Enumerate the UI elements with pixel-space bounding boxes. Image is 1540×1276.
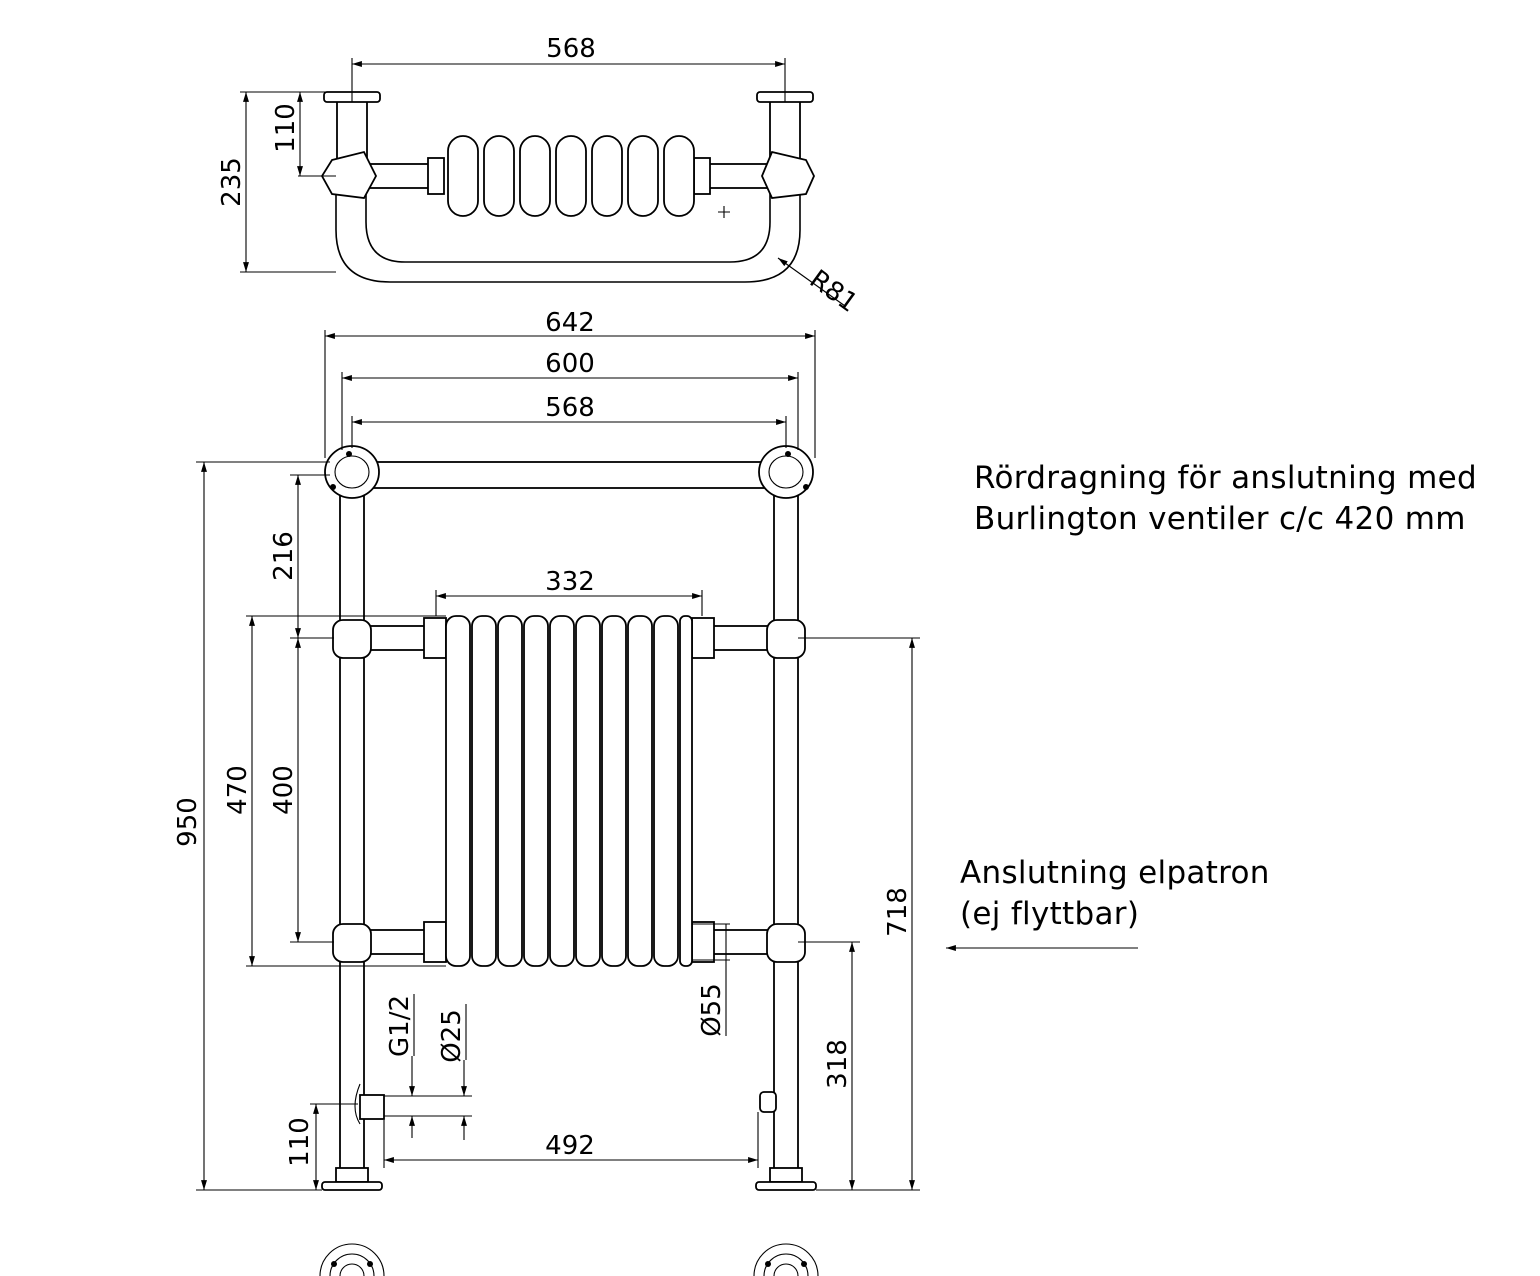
front-dim-400: 400 <box>269 765 299 815</box>
front-dim-568: 568 <box>545 393 595 423</box>
front-upper-right-valve <box>691 617 715 659</box>
front-lower-right-joint <box>766 923 806 963</box>
front-left-upright <box>339 469 365 1181</box>
front-dim-600: 600 <box>545 349 595 379</box>
top-radiator-columns <box>447 135 695 217</box>
front-top-rail <box>341 461 798 489</box>
front-dim-d25: Ø25 <box>437 1009 467 1063</box>
element-note-line2: (ej flyttbar) <box>960 896 1140 932</box>
front-dim-216: 216 <box>269 531 299 581</box>
front-upper-right-pipe <box>703 625 775 651</box>
front-dim-470: 470 <box>223 765 253 815</box>
front-lower-right-valve <box>691 921 715 963</box>
front-right-upright <box>773 469 799 1181</box>
front-dim-718: 718 <box>883 887 913 937</box>
piping-note-line2: Burlington ventiler c/c 420 mm <box>974 501 1466 537</box>
front-left-foot <box>321 1181 383 1191</box>
floor-flange-left <box>319 1243 385 1276</box>
top-dim-r81: R81 <box>804 264 863 318</box>
top-left-connector <box>369 163 436 189</box>
front-left-valve-tail <box>359 1094 385 1120</box>
front-lower-right-pipe <box>703 929 775 955</box>
front-lower-left-pipe <box>363 929 435 955</box>
top-rail-inner <box>365 185 771 263</box>
top-right-nut <box>693 157 711 195</box>
front-dim-332: 332 <box>545 567 595 597</box>
front-dim-g12: G1/2 <box>385 995 415 1057</box>
front-radiator-columns <box>445 615 693 967</box>
front-dim-110: 110 <box>285 1117 315 1167</box>
top-view: 568 110 235 R81 <box>217 34 863 319</box>
front-lower-left-valve <box>423 921 447 963</box>
front-upper-left-joint <box>332 619 372 659</box>
piping-note: Rördragning för anslutning med Burlingto… <box>974 458 1477 540</box>
piping-note-line1: Rördragning för anslutning med <box>974 460 1477 496</box>
top-dim-110: 110 <box>271 103 301 153</box>
element-note: Anslutning elpatron (ej flyttbar) <box>960 853 1270 935</box>
top-left-joint <box>320 150 378 199</box>
top-right-joint <box>761 150 815 199</box>
top-right-standoff <box>769 99 801 161</box>
front-right-foot-collar <box>769 1167 803 1183</box>
front-left-valve-handle <box>354 1083 361 1125</box>
front-top-left-cap <box>324 445 380 499</box>
top-rail-outer <box>335 185 801 283</box>
floor-flange-right <box>753 1243 819 1276</box>
front-dim-950: 950 <box>173 797 203 847</box>
front-view: 642 600 568 332 950 470 400 216 110 <box>173 308 1138 1276</box>
front-dim-492: 492 <box>545 1131 595 1161</box>
top-left-nut <box>427 157 445 195</box>
front-left-foot-collar <box>335 1167 369 1183</box>
top-dim-235: 235 <box>217 157 247 207</box>
front-dim-d55: Ø55 <box>697 983 727 1037</box>
front-upper-left-valve <box>423 617 447 659</box>
top-left-standoff <box>336 99 368 161</box>
front-upper-right-joint <box>766 619 806 659</box>
top-dim-568: 568 <box>546 34 596 64</box>
front-lower-left-joint <box>332 923 372 963</box>
top-right-connector <box>704 163 771 189</box>
center-mark <box>718 206 730 218</box>
front-right-valve-tail <box>759 1091 777 1113</box>
front-right-foot <box>755 1181 817 1191</box>
front-dim-318: 318 <box>823 1039 853 1089</box>
front-dim-642: 642 <box>545 308 595 338</box>
element-note-line1: Anslutning elpatron <box>960 855 1270 891</box>
